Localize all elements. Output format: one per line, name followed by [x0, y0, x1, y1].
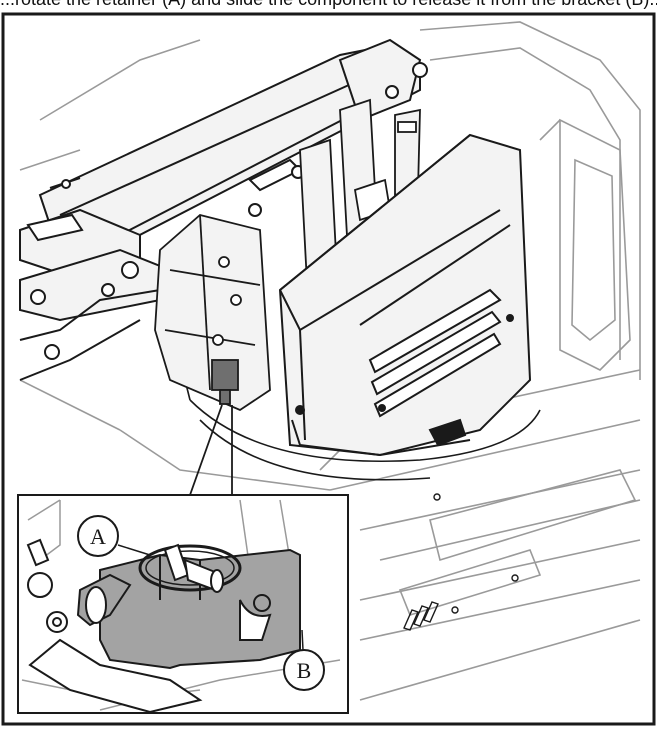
callout-a: A — [77, 515, 151, 557]
caption-fragment: ...rotate the retainer (A) and slide the… — [0, 0, 657, 10]
valve-block — [154, 214, 271, 412]
boom-arm — [19, 38, 428, 381]
callout-a-label: A — [90, 524, 106, 549]
main-cover — [278, 133, 532, 457]
latch-location — [211, 359, 239, 391]
inset-detail: A B — [17, 494, 349, 714]
background-cab — [19, 21, 641, 701]
leader-lines — [189, 404, 233, 496]
callout-b-label: B — [297, 658, 312, 683]
figure-frame — [1, 12, 656, 726]
floor-grille — [403, 493, 519, 631]
callout-b: B — [283, 629, 325, 691]
retainer-ring — [138, 543, 242, 593]
bracket-b-shape — [76, 548, 301, 670]
